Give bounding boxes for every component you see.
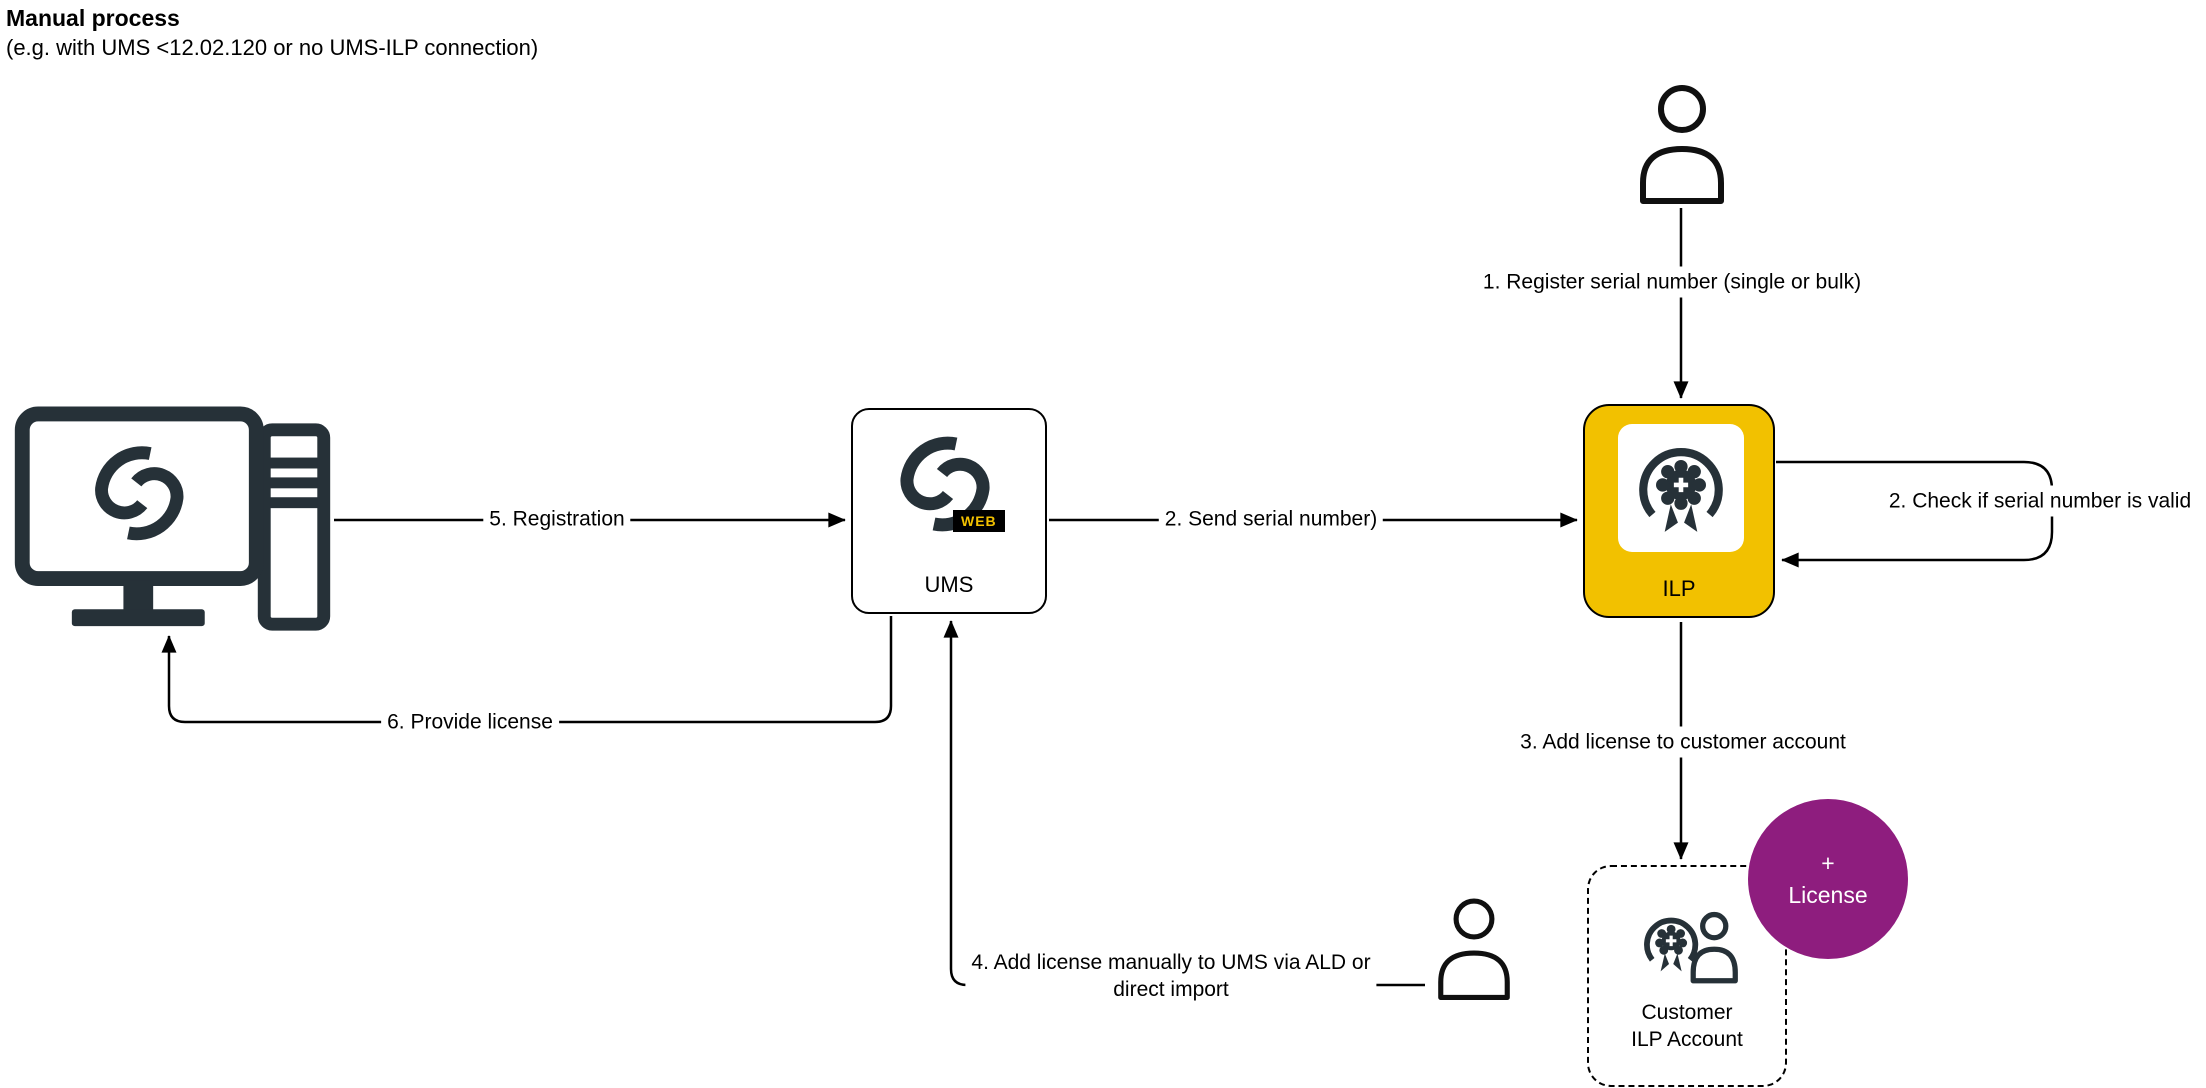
edge-label-send: 2. Send serial number)	[1158, 503, 1384, 535]
edge-label-manual-add-line1: 4. Add license manually to UMS via ALD o…	[971, 951, 1371, 974]
web-badge: WEB	[953, 510, 1005, 532]
ums-node: WEB UMS	[851, 408, 1047, 614]
edge-label-check: 2. Check if serial number is valid	[1882, 485, 2198, 517]
diagram-title: Manual process	[6, 5, 180, 31]
ilp-label: ILP	[1662, 576, 1696, 601]
edge-label-manual-add: 4. Add license manually to UMS via ALD o…	[965, 947, 1377, 1005]
arrow-manual-add	[943, 620, 1425, 987]
customer-account-label-line1: Customer	[1641, 1001, 1733, 1024]
edge-label-add-license: 3. Add license to customer account	[1514, 726, 1852, 758]
ilp-icon-panel	[1618, 424, 1744, 552]
license-text: License	[1788, 882, 1868, 908]
customer-account-label: Customer ILP Account	[1589, 999, 1785, 1053]
license-plus-badge: + License	[1748, 799, 1908, 959]
customer-user-icon	[1424, 896, 1524, 1000]
edge-label-provide: 6. Provide license	[381, 706, 559, 738]
user-icon	[1632, 82, 1732, 204]
edge-label-register: 1. Register serial number (single or bul…	[1476, 266, 1868, 298]
edge-label-registration: 5. Registration	[483, 503, 631, 535]
customer-account-label-line2: ILP Account	[1631, 1028, 1743, 1051]
license-badge-icon	[1630, 437, 1732, 539]
computer-icon	[14, 406, 331, 631]
ilp-node: ILP	[1583, 404, 1775, 618]
license-plus-sign: +	[1821, 850, 1835, 876]
customer-account-icon	[1634, 903, 1744, 985]
ums-label: UMS	[924, 572, 974, 597]
edge-label-manual-add-line2: direct import	[1113, 978, 1229, 1001]
diagram-subtitle: (e.g. with UMS <12.02.120 or no UMS-ILP …	[6, 35, 539, 60]
